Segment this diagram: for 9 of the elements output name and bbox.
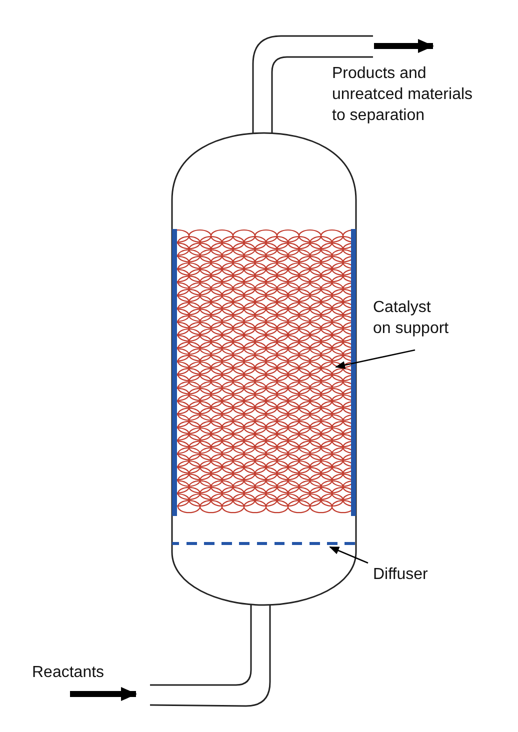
callout-label: Products and unreatced materials to separation xyxy=(332,64,474,126)
flow-arrow xyxy=(70,687,137,701)
flow-arrow xyxy=(374,39,434,53)
leader-line xyxy=(329,546,368,564)
diffuser-plate xyxy=(172,542,356,548)
callout-label: Catalyst on support xyxy=(373,298,450,339)
callout-label: Diffuser xyxy=(373,565,429,585)
leader-line xyxy=(335,349,416,370)
callout-label: Reactants xyxy=(32,663,106,683)
